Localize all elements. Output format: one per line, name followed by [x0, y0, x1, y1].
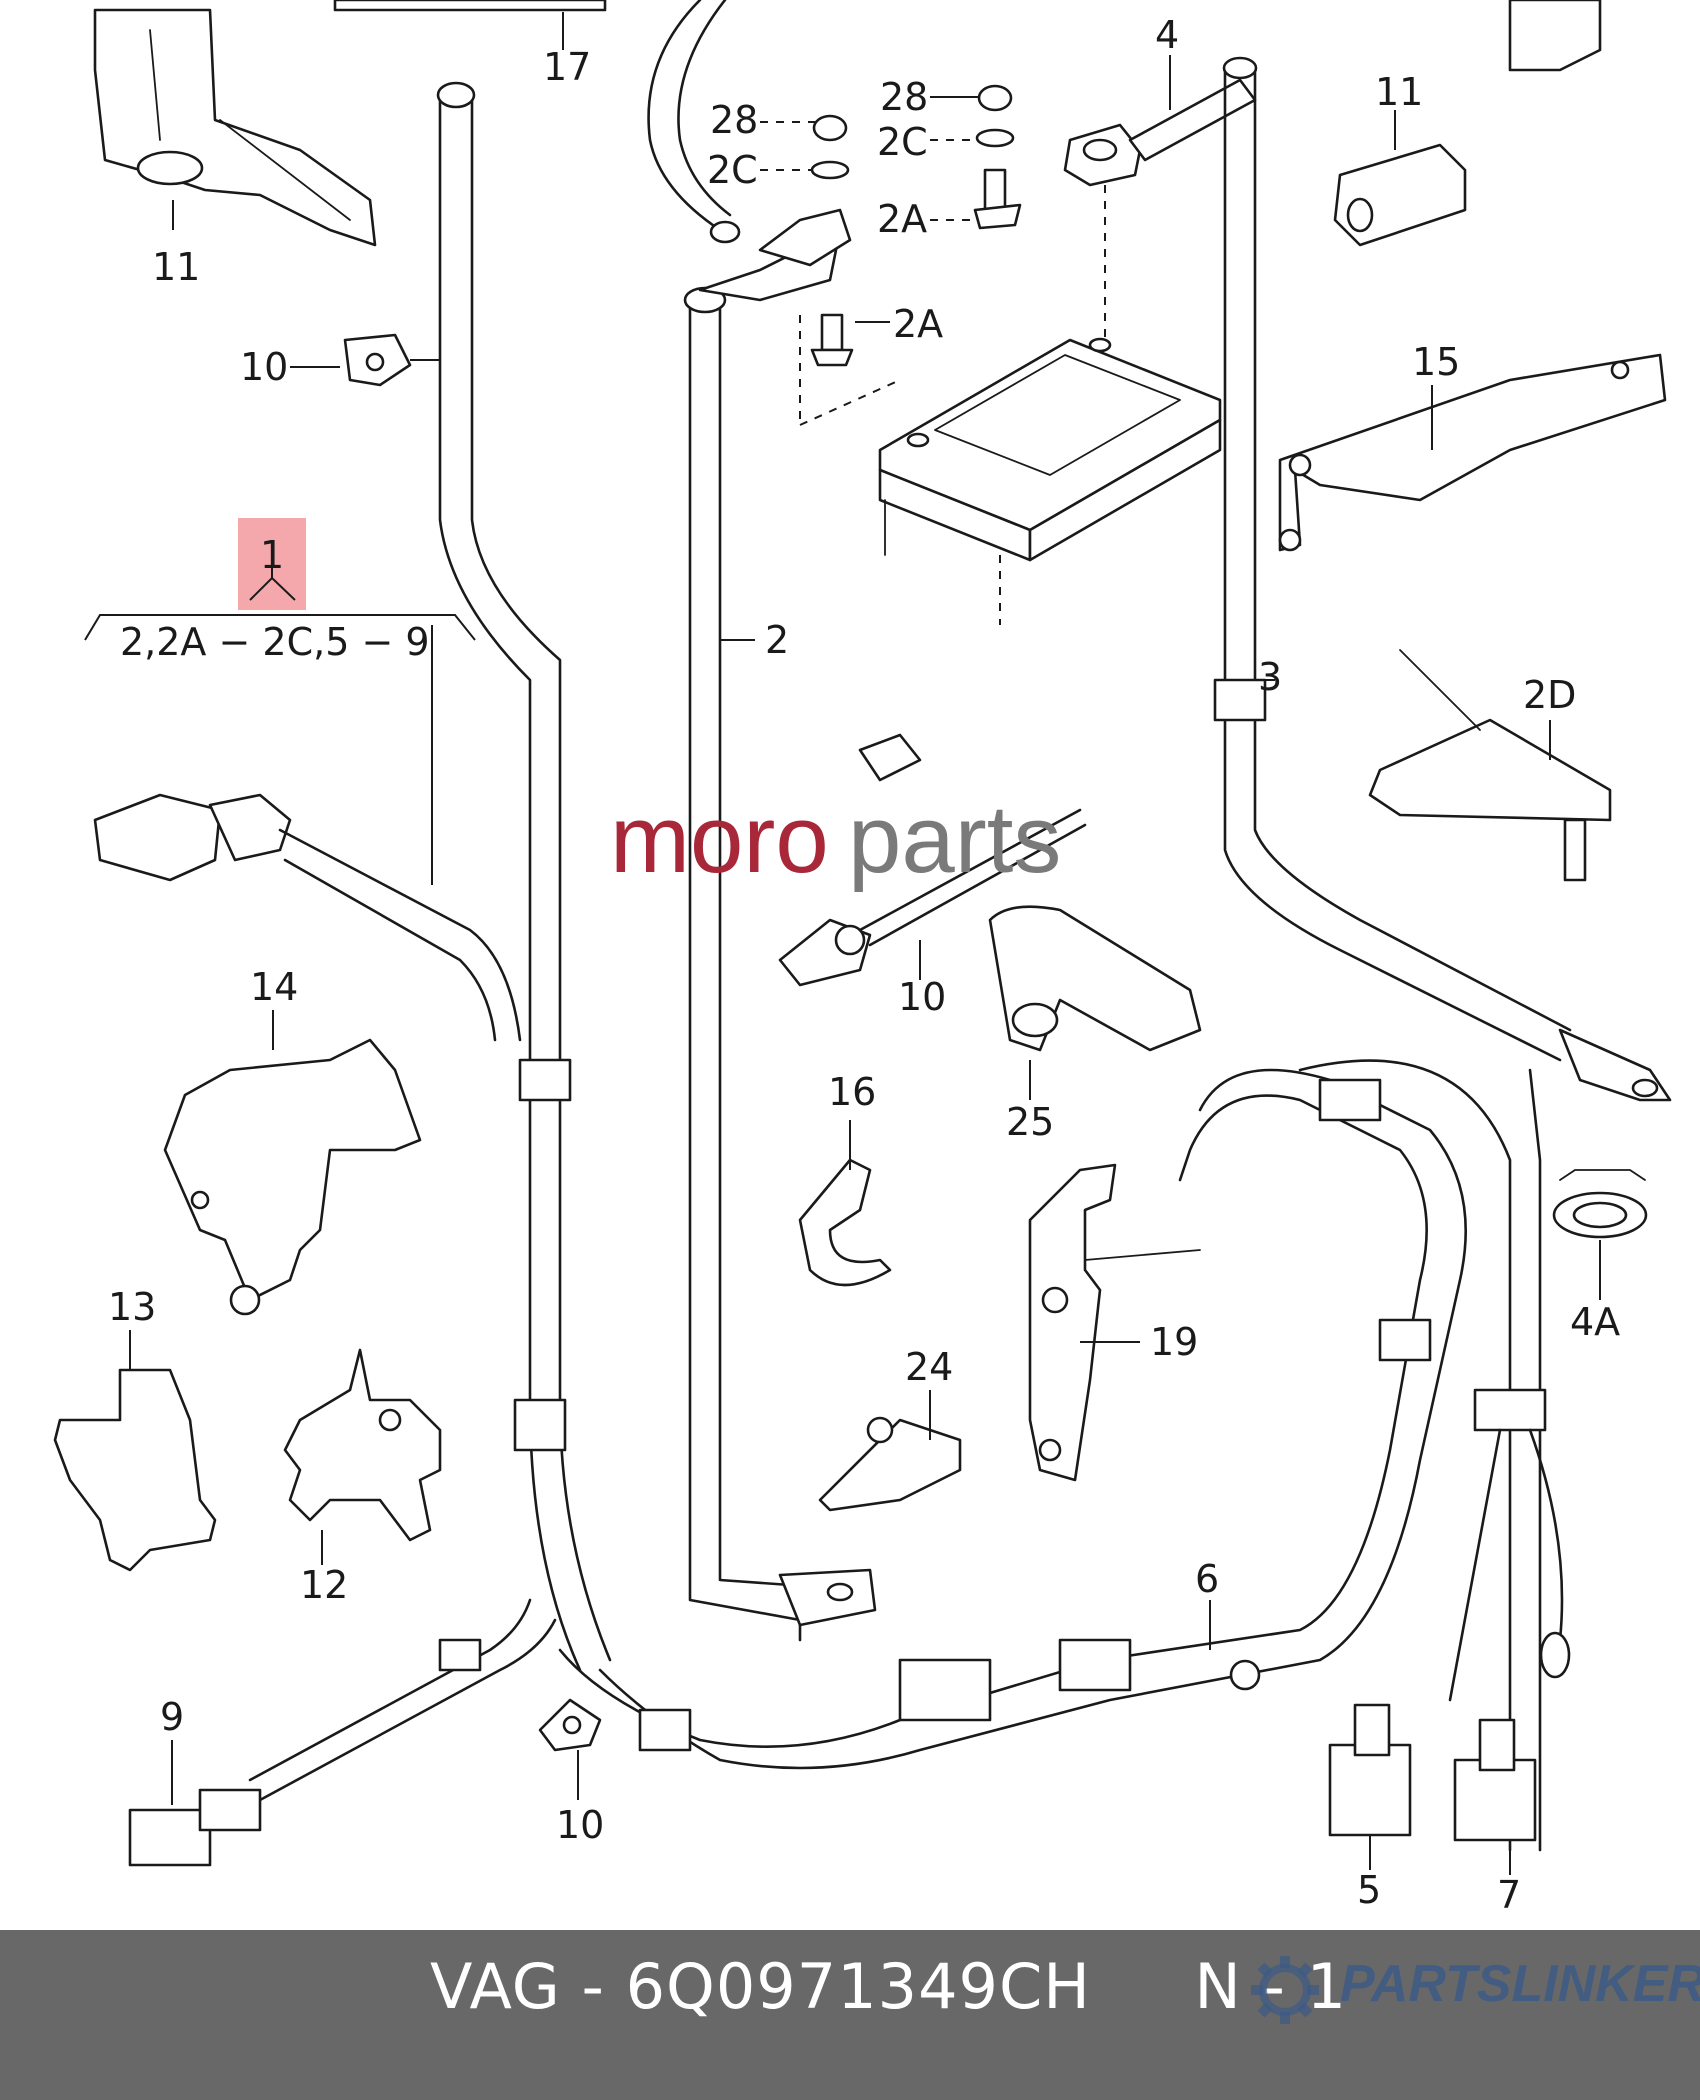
callout-11-left: 11	[152, 245, 200, 289]
part-7-connector	[1453, 1718, 1537, 1842]
part-4-terminal	[1063, 78, 1257, 187]
part-15-bracket	[1278, 353, 1667, 552]
part-2D-cover	[1368, 649, 1612, 882]
callout-2C-left: 2C	[707, 148, 758, 192]
group-bracket	[84, 555, 476, 885]
callout-5: 5	[1357, 1868, 1381, 1912]
cable-right	[1213, 56, 1672, 1102]
callout-28-left: 28	[710, 98, 758, 142]
callout-7: 7	[1497, 1873, 1521, 1917]
callout-4: 4	[1155, 13, 1179, 57]
hardware-group-left	[810, 114, 854, 367]
callout-2: 2	[765, 618, 789, 662]
part-10-bolt	[778, 733, 1087, 987]
part-10-clip-c	[538, 1698, 602, 1752]
part-number-caption: VAG - 6Q0971349CH N - 1	[430, 1950, 1348, 2023]
part-16-clip	[798, 1158, 892, 1287]
callout-10-top: 10	[240, 345, 288, 389]
callout-25: 25	[1006, 1100, 1054, 1144]
callout-10-middle: 10	[898, 975, 946, 1019]
cable-top-small	[647, 0, 741, 244]
hardware-group-right	[973, 84, 1022, 230]
callout-13: 13	[108, 1285, 156, 1329]
parts-diagram: 17 4 11 11 28 2C 28 2C 2A 2A 10 15 1 2,2…	[53, 0, 1672, 1917]
main-harness-6	[558, 1059, 1571, 1852]
part-11-bracket-right	[1333, 0, 1602, 247]
part-17-connector	[333, 0, 607, 12]
callout-2A-right: 2A	[877, 197, 927, 241]
callout-11-right: 11	[1375, 70, 1423, 114]
diagram-canvas: 17 4 11 11 28 2C 28 2C 2A 2A 10 15 1 2,2…	[53, 0, 1672, 1917]
callout-4A: 4A	[1570, 1300, 1620, 1344]
part-13-bracket	[53, 1368, 217, 1572]
callout-3: 3	[1258, 655, 1282, 699]
callout-9: 9	[160, 1695, 184, 1739]
callout-14: 14	[250, 965, 298, 1009]
part-14-bracket	[163, 1038, 422, 1316]
part-12-clip	[283, 1348, 442, 1542]
callout-15: 15	[1412, 340, 1460, 384]
part-5-connector	[1328, 1703, 1412, 1837]
part-4A-ring	[1552, 1169, 1648, 1239]
part-connector-left	[93, 793, 522, 1042]
cable-main-left	[436, 81, 612, 1672]
partslinker-brand: PARTSLINKER	[1240, 1950, 1700, 2030]
callout-2C-right: 2C	[877, 120, 928, 164]
footer-bar	[0, 1930, 1700, 2100]
part-11-bracket-left	[93, 8, 377, 247]
dash-pole-left-b	[799, 379, 901, 426]
part-10-clip-a	[343, 333, 412, 387]
callout-28-right: 28	[880, 75, 928, 119]
callout-2A-left: 2A	[893, 302, 943, 346]
watermark: moro parts	[610, 786, 1061, 893]
part-19-bracket	[1028, 1163, 1201, 1482]
part-24-holder	[818, 1416, 962, 1512]
callout-12: 12	[300, 1563, 348, 1607]
callout-24: 24	[905, 1345, 953, 1389]
callout-16: 16	[828, 1070, 876, 1114]
callout-10-bottom: 10	[556, 1803, 604, 1847]
callout-1: 1	[260, 533, 284, 577]
brand-text: PARTSLINKER	[1340, 1955, 1700, 2013]
callout-1-group: 2,2A − 2C,5 − 9	[120, 620, 430, 664]
watermark-parts: parts	[848, 786, 1061, 893]
part-25-boot	[988, 905, 1202, 1052]
gear-logo-icon	[1251, 1956, 1319, 2024]
callout-17: 17	[543, 45, 591, 89]
battery	[878, 337, 1222, 625]
watermark-moro: moro	[610, 786, 829, 893]
callout-6: 6	[1195, 1557, 1219, 1601]
callout-19: 19	[1150, 1320, 1198, 1364]
part-9-connector	[128, 1598, 557, 1867]
cable-2	[683, 208, 877, 1642]
callout-2D: 2D	[1523, 673, 1576, 717]
